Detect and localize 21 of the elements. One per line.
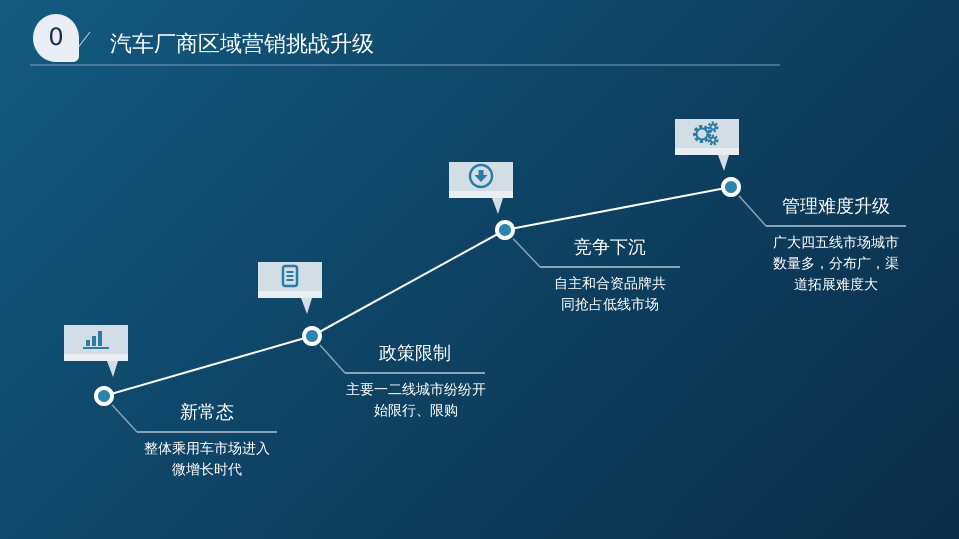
leader-line [319, 344, 346, 374]
milestone-heading: 新常态 [179, 401, 235, 425]
milestone-heading: 竞争下沉 [573, 236, 647, 260]
milestone-description: 自主和合资品牌共同抢占低线市场 [553, 275, 667, 315]
connector-line [320, 234, 497, 332]
title: 汽车厂商区域营销挑战升级 [110, 31, 374, 59]
leader-line [738, 195, 767, 226]
connector-line [514, 188, 722, 230]
leader-line [112, 404, 138, 432]
milestone-description: 主要一二线城市纷纷开始限行、限购 [345, 381, 487, 421]
milestone-dot [302, 326, 322, 346]
leader-line [512, 238, 541, 268]
section-number: 0 [33, 14, 79, 62]
milestone-dot [495, 220, 515, 240]
connector-line [113, 338, 303, 394]
milestone-dot [721, 177, 741, 197]
milestone-heading: 管理难度升级 [781, 195, 891, 219]
milestone-dot [94, 386, 114, 406]
milestone-description: 整体乘用车市场进入微增长时代 [143, 440, 271, 480]
milestone-description: 广大四五线市场城市数量多，分布广，渠道拓展难度大 [772, 234, 900, 295]
milestone-heading: 政策限制 [378, 342, 452, 366]
